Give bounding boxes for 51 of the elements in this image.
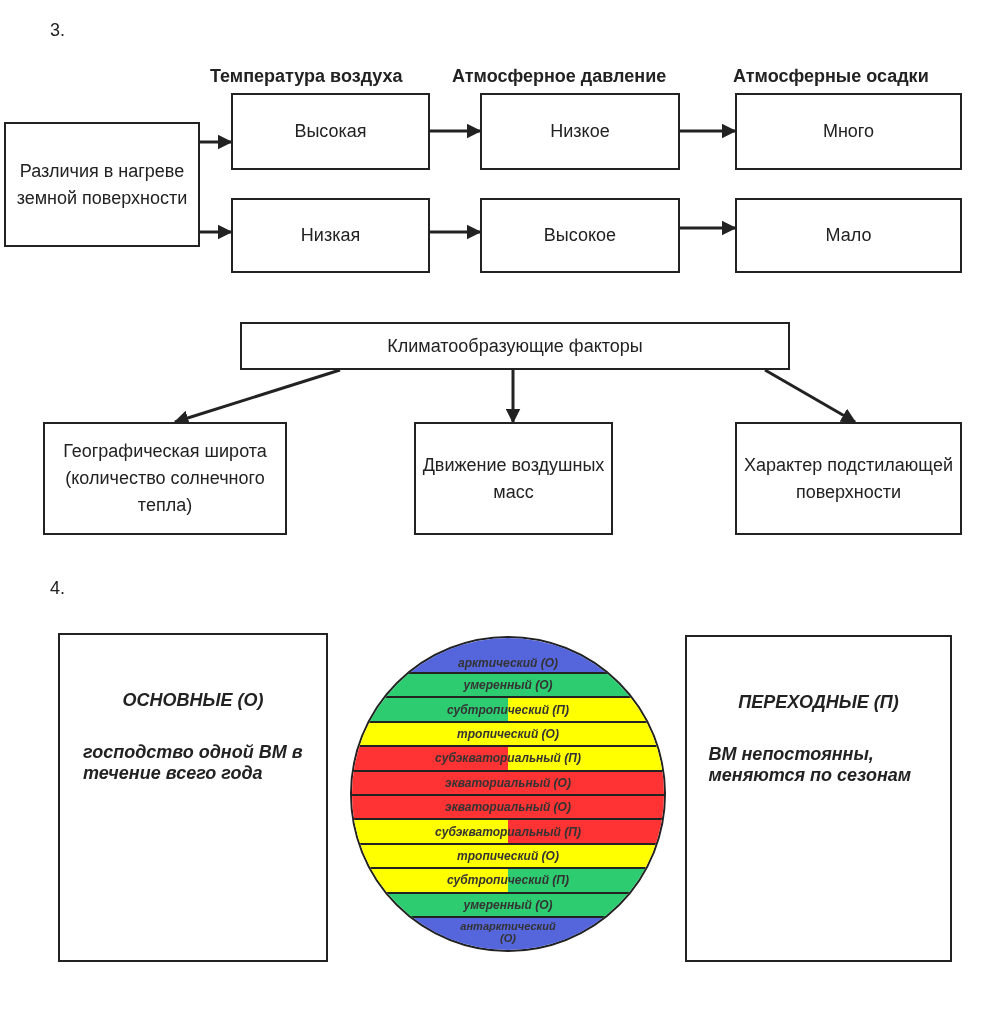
card-heading: ПЕРЕХОДНЫЕ (П) (737, 692, 900, 714)
column-heading: Атмосферное давление (452, 66, 667, 87)
section-number: 4. (50, 578, 65, 599)
arrow (680, 123, 737, 139)
band-label: умеренный (О) (463, 677, 553, 695)
box-text: Много (822, 120, 875, 143)
process-box (735, 422, 962, 535)
climate-band (352, 796, 664, 821)
column-heading: Температура воздуха (210, 66, 403, 87)
cause-box (4, 122, 200, 247)
box-text: Характер подстилающей поверхности (743, 453, 954, 504)
climate-band (352, 771, 664, 796)
band-label: тропический (О) (457, 848, 559, 865)
process-box (43, 422, 287, 535)
band-label: экваториальный (О) (445, 799, 571, 817)
arrow (764, 368, 857, 424)
section-number: 3. (50, 20, 65, 41)
band-label: арктический (О) (458, 655, 558, 672)
info-card (685, 635, 952, 962)
info-card (58, 633, 328, 962)
box-text: Высокое (543, 224, 617, 247)
band-label: умеренный (О) (463, 896, 553, 914)
process-box (240, 322, 790, 370)
process-box (414, 422, 613, 535)
arrow (430, 123, 482, 139)
process-box (480, 198, 680, 273)
band-label: экваториальный (О) (445, 774, 571, 792)
process-box (480, 93, 680, 170)
column-heading: Атмосферные осадки (733, 66, 929, 87)
box-text: Различия в нагреве земной поверхности (15, 159, 189, 210)
card-heading: ОСНОВНЫЕ (О) (121, 690, 265, 712)
box-text: Высокая (294, 120, 367, 143)
arrow (200, 134, 233, 150)
process-box (231, 93, 430, 170)
box-text: Климатообразующие факторы (387, 334, 643, 358)
process-box (231, 198, 430, 273)
arrow (430, 224, 482, 240)
arrow (680, 220, 737, 236)
box-text: Низкое (550, 120, 610, 143)
box-text: Низкая (300, 224, 361, 247)
box-text: Мало (825, 224, 872, 247)
box-text: Движение воздушных масс (421, 453, 606, 504)
band-label: тропический (О) (457, 726, 559, 743)
band-label: антарктический (О) (459, 920, 557, 945)
arrow (200, 224, 233, 240)
card-text: господство одной ВМ в течение всего года (82, 741, 304, 785)
card-text: ВМ непостоянны, меняются по сезонам (707, 743, 913, 787)
process-box (735, 198, 962, 273)
process-box (735, 93, 962, 170)
box-text: Географическая широта (количество солнечного тепла) (62, 440, 268, 517)
arrow (505, 370, 521, 424)
